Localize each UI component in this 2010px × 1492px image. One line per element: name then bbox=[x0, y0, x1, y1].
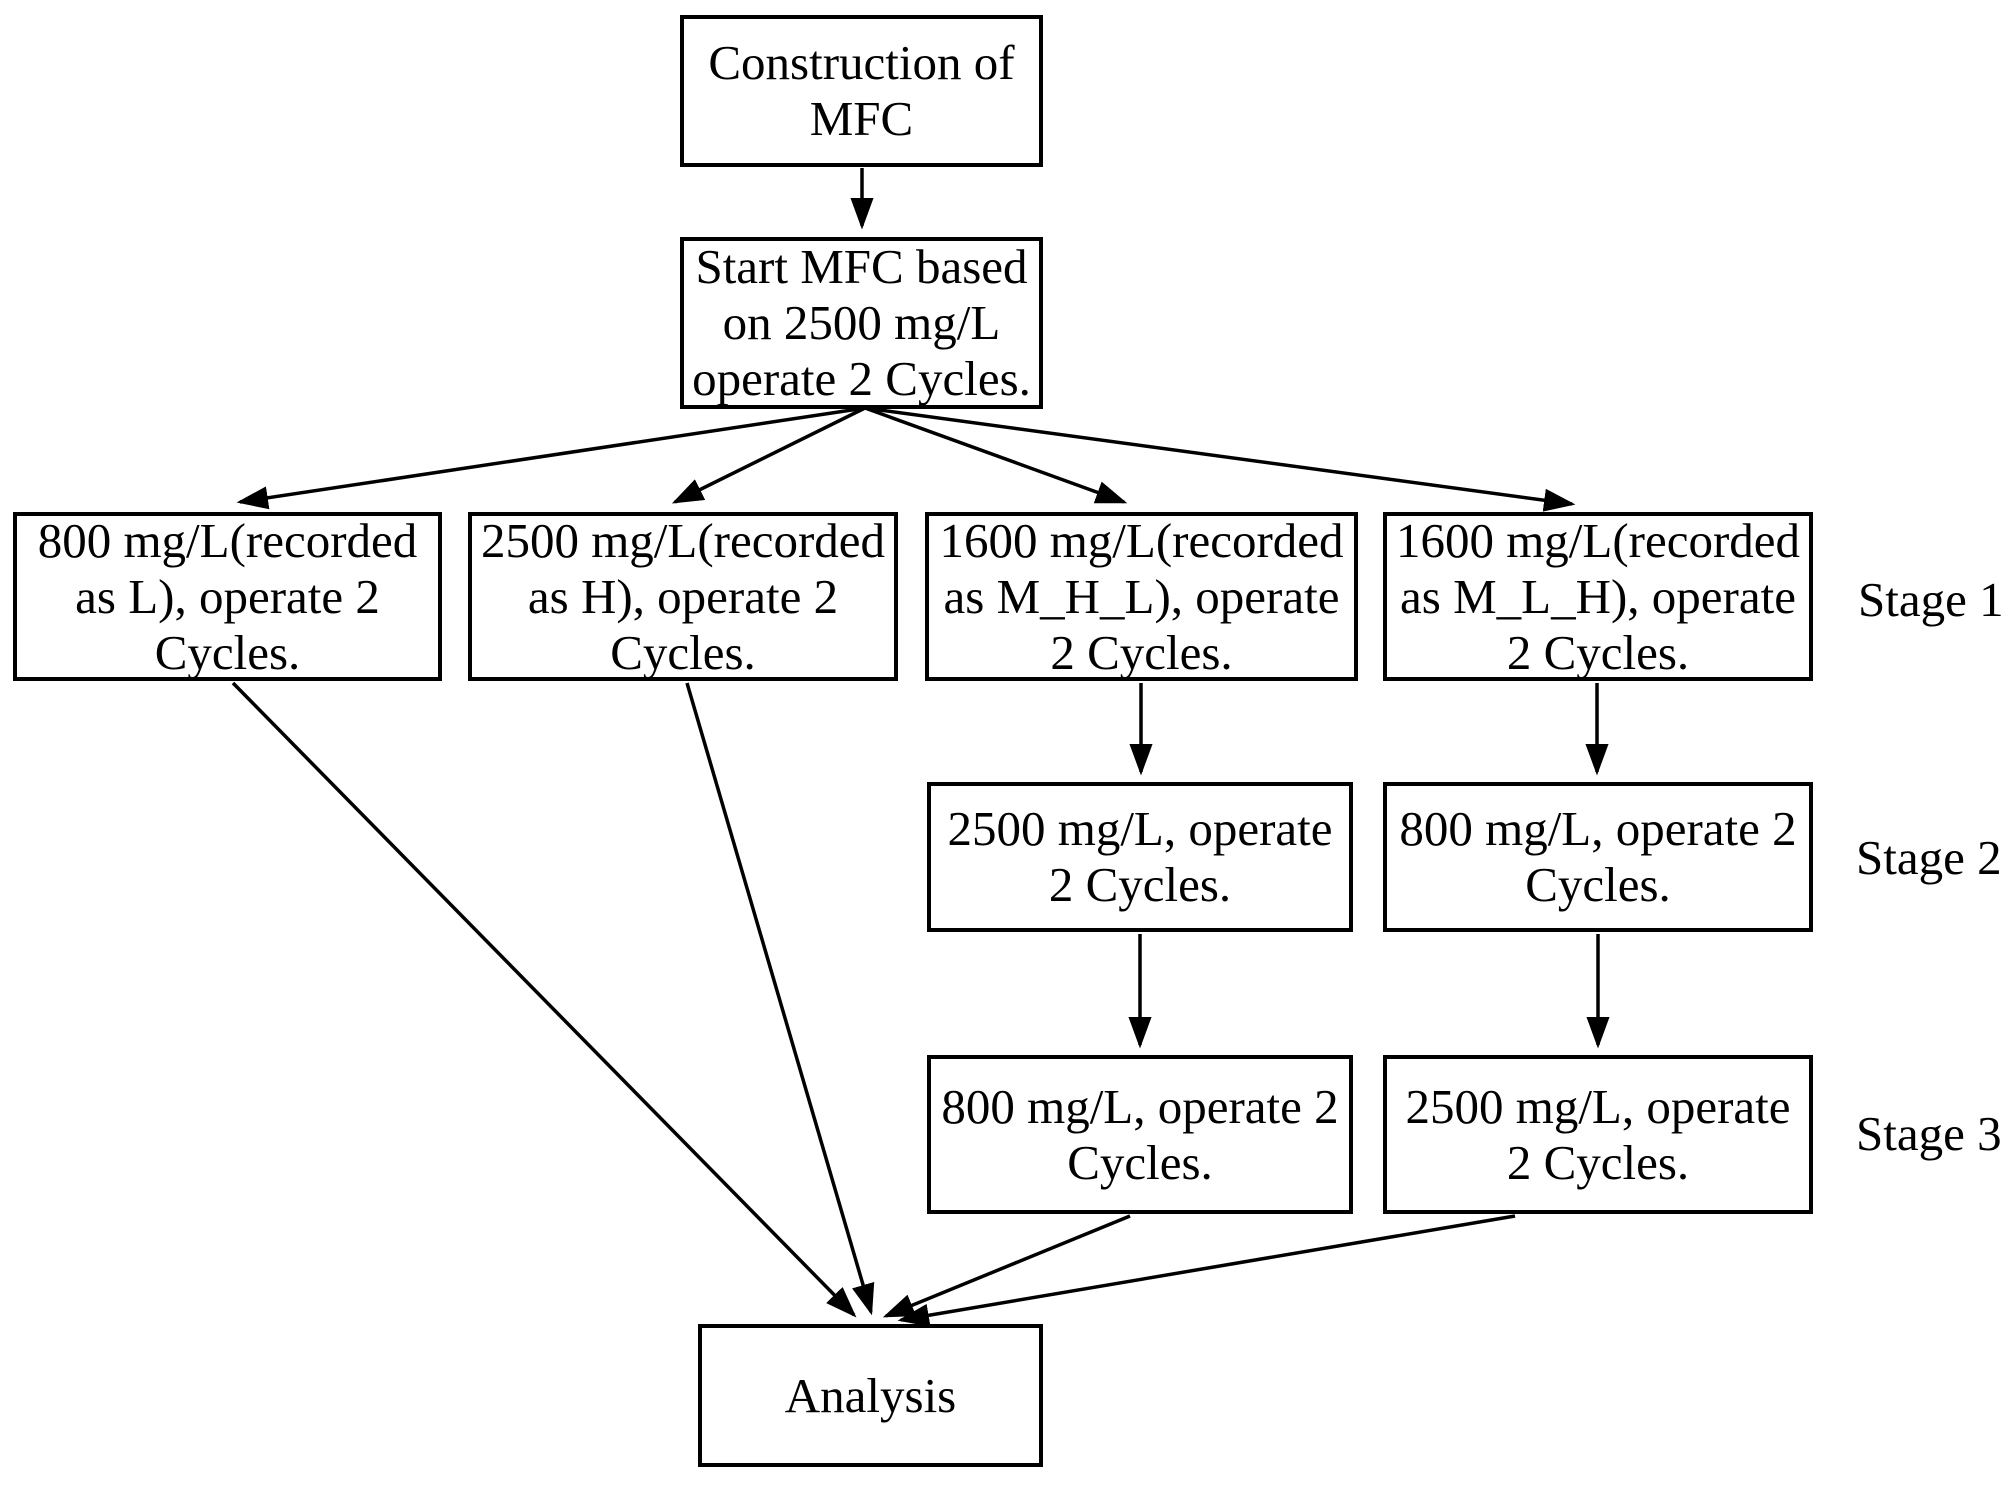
node-stage3-2500: 2500 mg/L, operate 2 Cycles. bbox=[1383, 1055, 1813, 1214]
node-stage1-2500-h: 2500 mg/L(recorded as H), operate 2 Cycl… bbox=[468, 512, 898, 681]
node-stage2-2500: 2500 mg/L, operate 2 Cycles. bbox=[927, 782, 1353, 932]
arrow-start-to-stage1-mlh bbox=[864, 406, 1576, 512]
stage-1-label: Stage 1 bbox=[1858, 572, 2004, 627]
arrow-start-to-stage1-mhl bbox=[864, 406, 1128, 504]
node-stage1-1600-m-l-h: 1600 mg/L(recorded as M_L_H), operate 2 … bbox=[1383, 512, 1813, 681]
stage-2-label: Stage 2 bbox=[1856, 830, 2002, 885]
node-stage2-800: 800 mg/L, operate 2 Cycles. bbox=[1383, 782, 1813, 932]
arrow-stage3-mhl-to-analysis bbox=[882, 1214, 1131, 1318]
node-stage3-800: 800 mg/L, operate 2 Cycles. bbox=[927, 1055, 1353, 1214]
node-stage1-1600-m-h-l: 1600 mg/L(recorded as M_H_L), operate 2 … bbox=[925, 512, 1358, 681]
arrow-stage3-mlh-to-analysis bbox=[897, 1214, 1516, 1327]
node-start-mfc: Start MFC based on 2500 mg/L operate 2 C… bbox=[680, 237, 1043, 409]
arrow-start-to-stage1-h bbox=[671, 406, 866, 504]
arrow-start-to-stage1-l bbox=[236, 406, 866, 510]
stage-3-label: Stage 3 bbox=[1856, 1106, 2002, 1161]
node-construction-of-mfc: Construction of MFC bbox=[680, 15, 1043, 167]
arrow-stage1-h-to-analysis bbox=[685, 682, 875, 1316]
node-stage1-800-l: 800 mg/L(recorded as L), operate 2 Cycle… bbox=[13, 512, 442, 681]
arrow-stage1-l-to-analysis bbox=[231, 681, 857, 1318]
node-analysis: Analysis bbox=[698, 1324, 1043, 1467]
